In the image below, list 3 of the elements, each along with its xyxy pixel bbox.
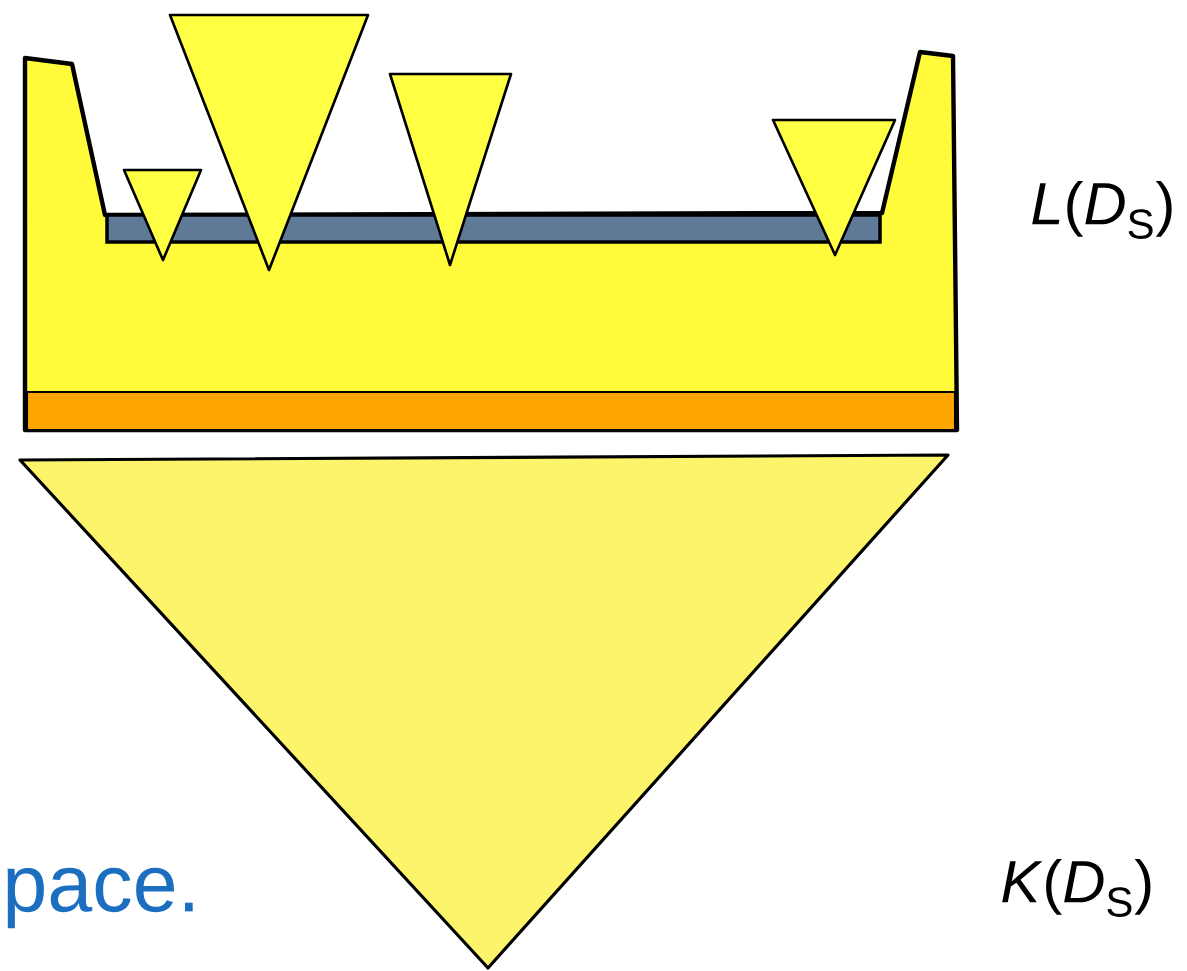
math-label: K(D$_{S}$) [1002,859,1151,917]
math-label: L(D$_{S}$) [1032,181,1172,239]
caption-text: pace. [7,867,193,929]
